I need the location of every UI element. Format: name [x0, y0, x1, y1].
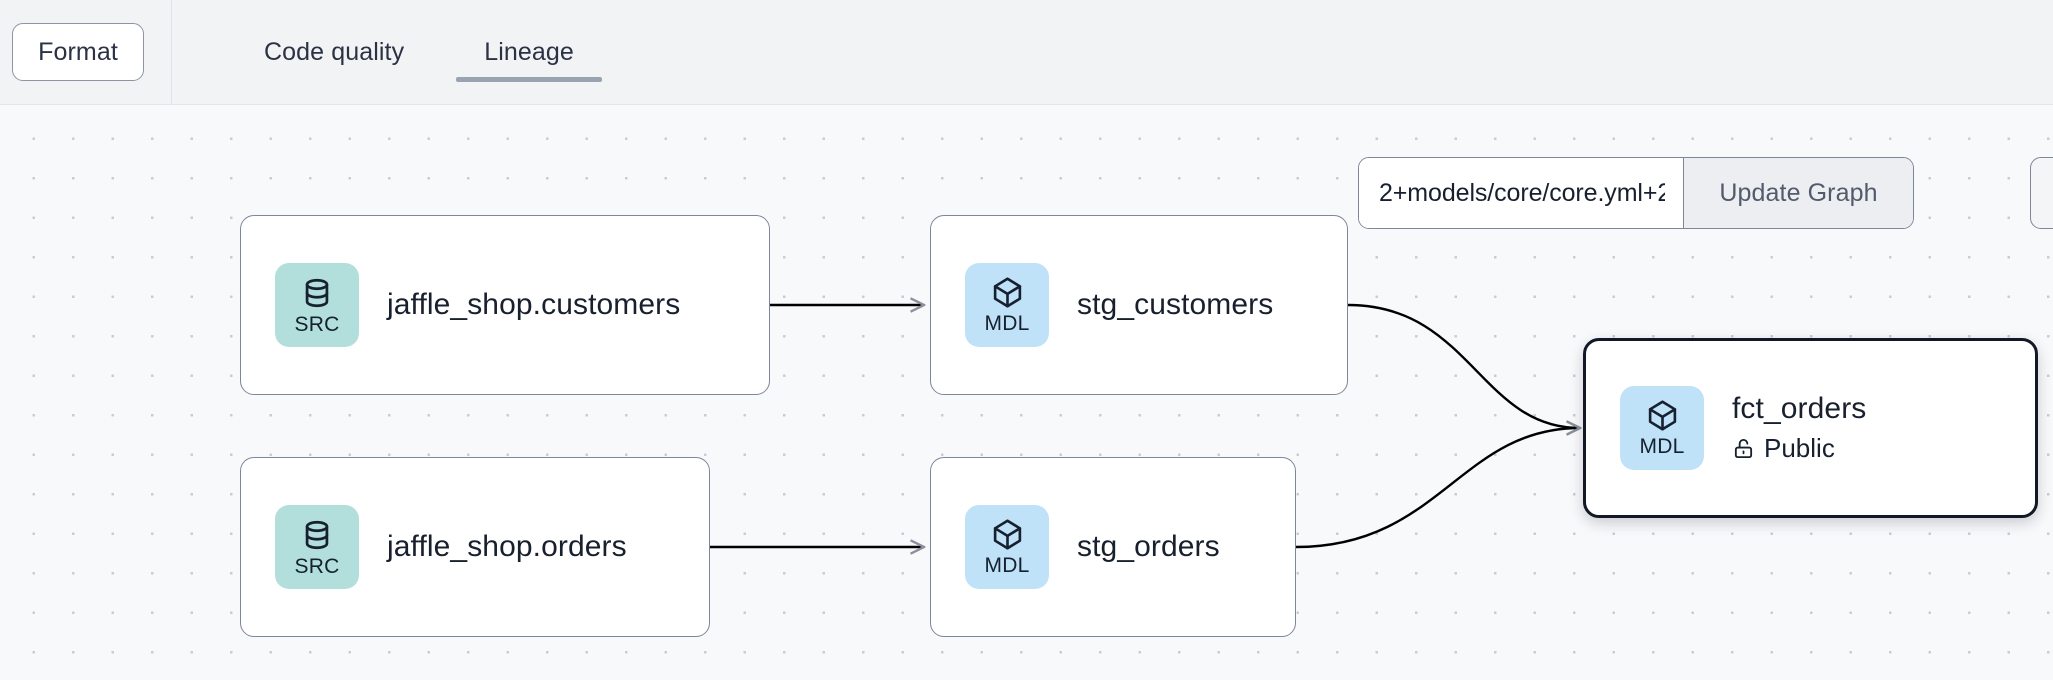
src-badge: SRC: [275, 505, 359, 589]
mdl-badge-label: MDL: [1639, 435, 1685, 458]
node-body: jaffle_shop.orders: [387, 530, 627, 565]
cube-icon: [1648, 400, 1676, 431]
lineage-canvas[interactable]: SRC jaffle_shop.customers SRC jaffle_sho…: [0, 105, 2053, 680]
format-button-zone: Format: [0, 0, 172, 104]
lineage-node-stg-orders[interactable]: MDL stg_orders: [930, 457, 1296, 637]
src-badge-label: SRC: [294, 312, 340, 336]
lineage-node-jaffle-shop-orders[interactable]: SRC jaffle_shop.orders: [240, 457, 710, 637]
mdl-badge: MDL: [965, 505, 1049, 589]
lineage-node-stg-customers[interactable]: MDL stg_customers: [930, 215, 1348, 395]
dbt-selector-input[interactable]: [1359, 158, 1683, 228]
tab-bar: Code quality Lineage: [172, 0, 602, 104]
unlock-icon: [1734, 438, 1753, 458]
src-badge-label: SRC: [294, 554, 340, 578]
lineage-node-fct-orders[interactable]: MDL fct_orders Public: [1583, 338, 2038, 518]
format-button[interactable]: Format: [12, 23, 144, 81]
node-title: jaffle_shop.customers: [387, 287, 681, 321]
cube-icon: [993, 277, 1021, 308]
node-title: stg_orders: [1077, 529, 1220, 563]
mdl-badge: MDL: [1620, 386, 1704, 470]
node-body: stg_orders: [1077, 530, 1220, 565]
node-access-badge: Public: [1732, 433, 1866, 464]
node-body: stg_customers: [1077, 288, 1273, 323]
graph-selector-toolbar: Update Graph: [1358, 157, 1914, 229]
graph-options-button[interactable]: [2030, 157, 2053, 229]
node-title: jaffle_shop.orders: [387, 529, 627, 563]
edge-stg-customers-to-fct-orders: [1347, 303, 1580, 428]
update-graph-button[interactable]: Update Graph: [1683, 158, 1913, 228]
editor-toolbar: Format Code quality Lineage: [0, 0, 2053, 105]
node-access-label: Public: [1764, 432, 1835, 463]
tab-lineage[interactable]: Lineage: [456, 0, 602, 104]
src-badge: SRC: [275, 263, 359, 347]
cube-icon: [993, 519, 1021, 550]
edge-stg-orders-to-fct-orders: [1295, 428, 1580, 549]
tab-code-quality[interactable]: Code quality: [264, 37, 405, 66]
node-body: fct_orders Public: [1732, 392, 1866, 464]
database-icon: [305, 520, 329, 549]
node-title: fct_orders: [1732, 392, 1867, 426]
node-title: stg_customers: [1077, 287, 1274, 321]
mdl-badge-label: MDL: [984, 554, 1030, 577]
lineage-node-jaffle-shop-customers[interactable]: SRC jaffle_shop.customers: [240, 215, 770, 395]
node-body: jaffle_shop.customers: [387, 288, 680, 323]
database-icon: [305, 278, 329, 307]
mdl-badge-label: MDL: [984, 312, 1030, 335]
mdl-badge: MDL: [965, 263, 1049, 347]
